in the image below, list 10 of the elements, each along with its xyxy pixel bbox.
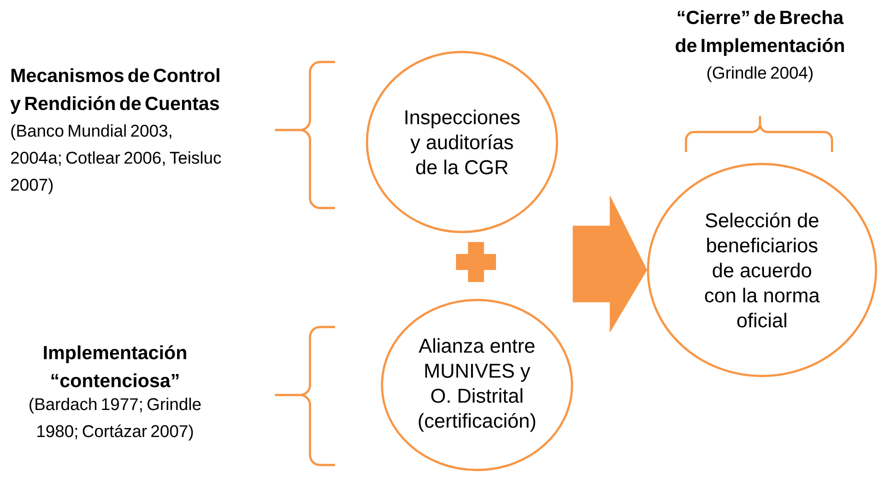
citation: (Bardach 1977; Grindle 1980; Cortázar 2007) xyxy=(30,398,201,441)
citation: (Banco Mundial 2003, 2004a; Cotlear 2006, Teisluc 2007) xyxy=(11,124,222,194)
heading: Implementación “contenciosa” xyxy=(44,345,186,388)
heading: Mecanismos de Control y Rendición de Cuentas xyxy=(10,68,220,114)
heading: “Cierre” de Brecha de Implementación xyxy=(676,10,844,56)
ellipse-node: Selección de beneficiarios de acuerdo con la norma oficial xyxy=(646,162,878,378)
block-arrow xyxy=(572,196,648,332)
citation: (Grindle 2004) xyxy=(707,66,813,82)
ellipse-node: Inspecciones y auditorías de la CGR xyxy=(366,50,558,234)
ellipse-node: Alianza entre MUNIVES y O. Distrital (certificación) xyxy=(380,298,574,472)
